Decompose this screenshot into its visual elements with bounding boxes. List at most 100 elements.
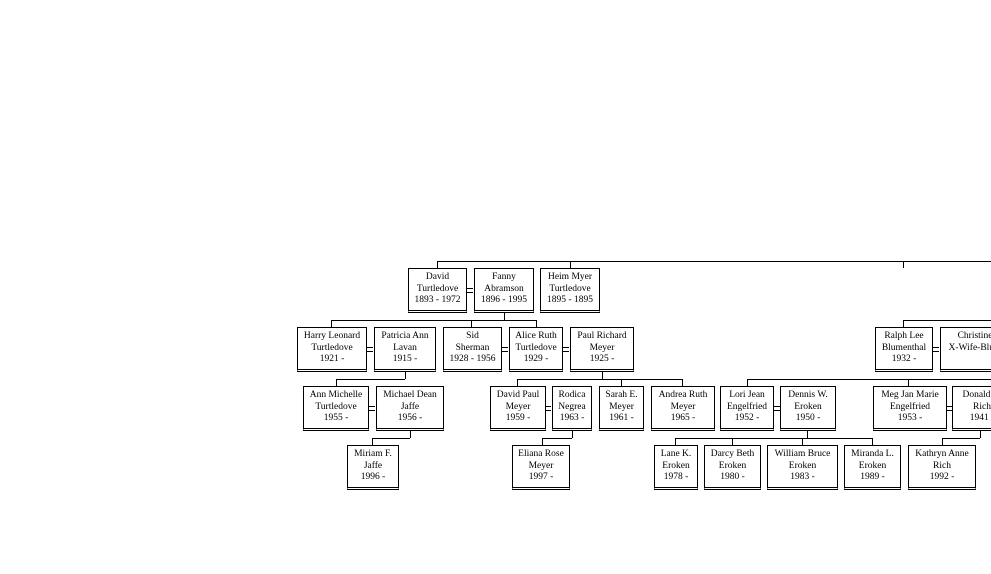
connector-line bbox=[675, 438, 872, 439]
person-years: 1961 - bbox=[609, 413, 634, 424]
connector-line bbox=[621, 379, 622, 386]
person-given-name: Rodica bbox=[558, 390, 586, 401]
person-years bbox=[943, 354, 991, 366]
person-surname: Blumenthal bbox=[881, 342, 927, 353]
person-given-name: Paul Richard bbox=[577, 331, 627, 342]
connector-line bbox=[336, 379, 405, 380]
person-given-name: Eliana Rose bbox=[518, 449, 564, 460]
connector-line bbox=[570, 261, 571, 268]
marriage-connector bbox=[933, 347, 939, 352]
person-years: 1955 - bbox=[323, 413, 349, 424]
person-years: 1921 - bbox=[319, 354, 345, 365]
person-given-name: Michael Dean bbox=[383, 390, 437, 401]
person-years: 1959 - bbox=[505, 413, 531, 424]
connector-line bbox=[872, 438, 873, 445]
connector-line bbox=[807, 431, 808, 438]
person-surname: Turtledove bbox=[416, 283, 459, 294]
connector-line bbox=[372, 438, 373, 445]
person-surname: Engelfried bbox=[726, 401, 768, 412]
person-given-name: David Paul bbox=[496, 390, 540, 401]
person-surname: Lavan bbox=[393, 342, 417, 353]
connector-line bbox=[405, 372, 406, 379]
marriage-connector bbox=[467, 288, 473, 293]
person-years: 1983 - bbox=[790, 472, 815, 483]
person-years: 1952 - bbox=[734, 413, 760, 424]
connector-line bbox=[802, 438, 803, 445]
connector-line bbox=[372, 438, 410, 439]
person-given-name: Sarah E. bbox=[605, 390, 638, 401]
person-given-name: Lori Jean bbox=[729, 390, 765, 401]
connector-line bbox=[437, 261, 438, 268]
connector-line bbox=[682, 379, 683, 386]
person-given-name: Darcy Beth bbox=[710, 449, 755, 460]
connector-line bbox=[331, 320, 536, 321]
marriage-connector bbox=[774, 406, 780, 411]
person-years: 1992 - bbox=[929, 472, 955, 483]
person-years: 1997 - bbox=[528, 472, 554, 483]
person-surname: Turtledove bbox=[549, 283, 591, 294]
person-given-name: Heim Myer bbox=[547, 272, 593, 283]
person-surname: Turtledove bbox=[311, 342, 353, 353]
person-given-name: Ann Michelle bbox=[309, 390, 363, 401]
connector-line bbox=[536, 320, 537, 327]
connector-line bbox=[747, 379, 991, 380]
person-surname: Sherman bbox=[455, 342, 490, 353]
person-surname: Rich bbox=[933, 460, 951, 471]
person-given-name: Sid bbox=[466, 331, 479, 342]
connector-line bbox=[980, 431, 981, 438]
person-given-name: Fanny bbox=[492, 272, 516, 283]
person-surname: Jaffe bbox=[363, 460, 383, 471]
person-given-name: Patricia Ann bbox=[381, 331, 429, 342]
connector-line bbox=[942, 438, 943, 445]
person-years: 1978 - bbox=[663, 472, 689, 483]
person-years: 1932 - bbox=[891, 354, 917, 365]
connector-line bbox=[517, 379, 518, 386]
marriage-connector bbox=[946, 406, 952, 411]
connector-line bbox=[517, 379, 682, 380]
person-years: 1953 - bbox=[897, 413, 923, 424]
connector-line bbox=[410, 431, 411, 438]
person-surname: Meyer bbox=[505, 401, 531, 412]
person-surname: Meyer bbox=[670, 401, 696, 412]
person-years: 1928 - 1956 bbox=[449, 354, 496, 365]
person-surname: Eroken bbox=[794, 401, 822, 412]
person-given-name: Andrea Ruth bbox=[658, 390, 708, 401]
person-given-name: Harry Leonard bbox=[303, 331, 361, 342]
person-surname: Abramson bbox=[484, 283, 524, 294]
person-given-name: David bbox=[425, 272, 450, 283]
person-given-name: Miriam F. bbox=[354, 449, 392, 460]
person-years: 1941 - bbox=[969, 413, 991, 424]
person-years: 1963 - bbox=[559, 413, 585, 424]
person-surname: Negrea bbox=[558, 401, 586, 412]
person-surname: Engelfried bbox=[889, 401, 931, 412]
person-given-name: Alice Ruth bbox=[515, 331, 557, 342]
